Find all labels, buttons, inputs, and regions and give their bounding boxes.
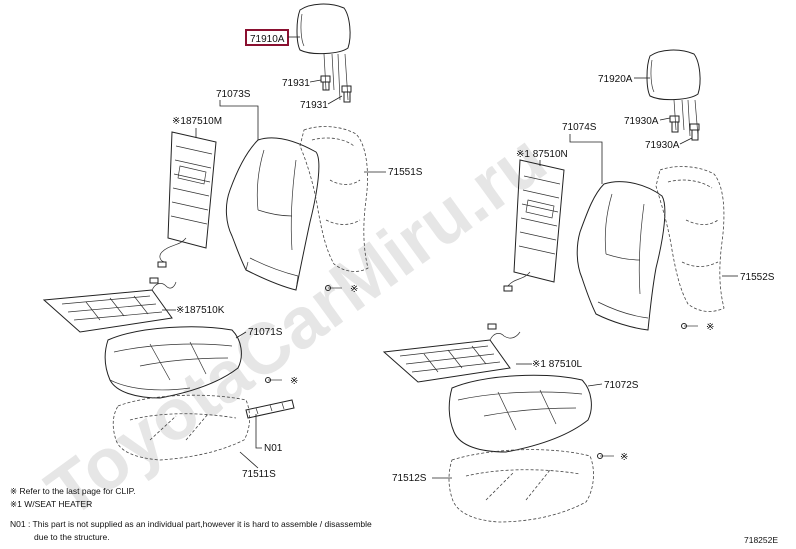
label-71931-upper[interactable]: 71931 <box>282 78 310 89</box>
watermark: ToyotaCarMiru.ru <box>32 119 560 533</box>
label-71071S[interactable]: 71071S <box>248 327 283 338</box>
seatback-cover-right <box>576 181 666 331</box>
clip-right-1 <box>681 323 698 329</box>
note-clip: ※ Refer to the last page for CLIP. <box>10 486 136 496</box>
label-71512S[interactable]: 71512S <box>392 473 427 484</box>
clip-left-1 <box>325 285 342 291</box>
headrest-right <box>646 49 701 137</box>
label-87510K[interactable]: ※187510K <box>176 305 225 316</box>
cushion-cover-right <box>448 374 592 453</box>
clip-note-mark-1: ※ <box>350 284 358 295</box>
cushion-pad-right <box>448 449 594 523</box>
label-71930A-upper[interactable]: 71930A <box>624 116 659 127</box>
clip-note-mark-4: ※ <box>620 452 628 463</box>
figure-id: 718252E <box>744 535 778 545</box>
seatback-heater-left <box>157 131 217 268</box>
label-71920A[interactable]: 71920A <box>598 74 633 85</box>
clip-note-mark-3: ※ <box>706 322 714 333</box>
seatback-pad-left <box>299 126 369 272</box>
highlight-box <box>245 29 289 46</box>
headrest-guides-left <box>320 75 352 103</box>
label-71552S[interactable]: 71552S <box>740 272 775 283</box>
clip-left-2 <box>265 377 282 383</box>
label-N01[interactable]: N01 <box>264 443 283 454</box>
cushion-pad-left <box>112 394 250 461</box>
headrest-guides-right <box>669 115 700 141</box>
cushion-heater-left <box>42 277 177 333</box>
label-71931-lower[interactable]: 71931 <box>300 100 328 111</box>
side-cover-left <box>245 399 295 419</box>
label-87510L[interactable]: ※1 87510L <box>532 359 583 370</box>
label-71072S[interactable]: 71072S <box>604 380 639 391</box>
cushion-heater-right <box>382 323 521 383</box>
seatback-heater-right <box>503 159 565 292</box>
note-seat-heater: ※1 W/SEAT HEATER <box>10 499 92 509</box>
label-87510M[interactable]: ※187510M <box>172 116 222 127</box>
label-71511S[interactable]: 71511S <box>242 469 276 480</box>
note-n01: N01 : This part is not supplied as an in… <box>10 519 372 529</box>
label-71930A-lower[interactable]: 71930A <box>645 140 680 151</box>
label-71074S[interactable]: 71074S <box>562 122 597 133</box>
label-87510N[interactable]: ※1 87510N <box>516 149 568 160</box>
seatback-cover-left <box>225 137 320 291</box>
note-n01-cont: due to the structure. <box>34 532 110 542</box>
label-71073S[interactable]: 71073S <box>216 89 251 100</box>
clip-right-2 <box>597 453 614 459</box>
headrest-left <box>296 3 351 101</box>
cushion-cover-left <box>104 326 242 399</box>
seatback-pad-right <box>655 166 725 312</box>
clip-note-mark-2: ※ <box>290 376 298 387</box>
label-71910A[interactable]: 71910A <box>250 34 285 45</box>
label-71551S[interactable]: 71551S <box>388 167 423 178</box>
